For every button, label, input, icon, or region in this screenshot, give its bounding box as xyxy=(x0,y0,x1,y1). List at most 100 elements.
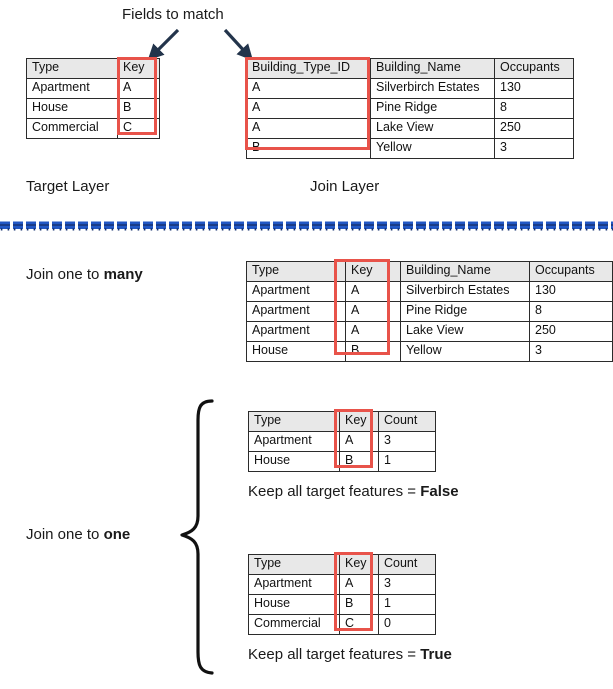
table-row: Apartment A 3 xyxy=(248,574,436,595)
column-header-key: Key xyxy=(339,554,379,575)
cell-count: 3 xyxy=(378,574,436,595)
column-header-type: Type xyxy=(248,411,340,432)
cell-building-name: Pine Ridge xyxy=(400,301,530,322)
table-row: B Yellow 3 xyxy=(246,138,574,159)
column-header-count: Count xyxy=(378,554,436,575)
one-to-one-false-table-wrap: Type Key Count Apartment A 3 House B 1 xyxy=(248,411,436,472)
cell-occupants: 250 xyxy=(494,118,574,139)
cell-key: C xyxy=(117,118,160,139)
cell-count: 1 xyxy=(378,594,436,615)
table-row: Commercial C 0 xyxy=(248,614,436,635)
keep-true-prefix: Keep all target features = xyxy=(248,646,421,663)
cell-building-name: Pine Ridge xyxy=(370,98,495,119)
cell-building-type-id: A xyxy=(246,98,371,119)
table-row: A Lake View 250 xyxy=(246,118,574,139)
column-header-key: Key xyxy=(339,411,379,432)
arrow-down-right-icon xyxy=(223,28,254,61)
one-to-one-true-table: Type Key Count Apartment A 3 House B 1 C… xyxy=(248,554,436,635)
cell-count: 3 xyxy=(378,431,436,452)
cell-building-name: Silverbirch Estates xyxy=(400,281,530,302)
column-header-building-type-id: Building_Type_ID xyxy=(246,58,371,79)
cell-key: A xyxy=(339,431,379,452)
cell-occupants: 130 xyxy=(494,78,574,99)
cell-type: Apartment xyxy=(248,574,340,595)
one-to-many-table: Type Key Building_Name Occupants Apartme… xyxy=(246,261,613,362)
cell-type: House xyxy=(26,98,118,119)
cell-key: B xyxy=(339,594,379,615)
table-row: A Pine Ridge 8 xyxy=(246,98,574,119)
cell-count: 0 xyxy=(378,614,436,635)
keep-true-emphasis: True xyxy=(420,646,452,663)
cell-building-type-id: A xyxy=(246,78,371,99)
cell-key: A xyxy=(345,301,401,322)
table-row: Apartment A Pine Ridge 8 xyxy=(246,301,613,322)
table-header-row: Type Key Count xyxy=(248,554,436,575)
fields-to-match-title: Fields to match xyxy=(122,6,224,23)
column-header-type: Type xyxy=(248,554,340,575)
one-to-one-false-table: Type Key Count Apartment A 3 House B 1 xyxy=(248,411,436,472)
table-header-row: Type Key Count xyxy=(248,411,436,432)
cell-occupants: 3 xyxy=(494,138,574,159)
cell-key: B xyxy=(117,98,160,119)
cell-key: A xyxy=(345,321,401,342)
cell-type: House xyxy=(248,451,340,472)
column-header-occupants: Occupants xyxy=(529,261,613,282)
keep-false-prefix: Keep all target features = xyxy=(248,483,421,500)
cell-occupants: 3 xyxy=(529,341,613,362)
cell-occupants: 8 xyxy=(494,98,574,119)
cell-building-name: Silverbirch Estates xyxy=(370,78,495,99)
cell-type: House xyxy=(246,341,346,362)
table-row: Apartment A xyxy=(26,78,160,99)
target-layer-label: Target Layer xyxy=(26,178,110,195)
table-header-row: Type Key xyxy=(26,58,160,79)
cell-key: B xyxy=(345,341,401,362)
table-row: House B xyxy=(26,98,160,119)
cell-occupants: 8 xyxy=(529,301,613,322)
column-header-building-name: Building_Name xyxy=(370,58,495,79)
join-one-to-many-label: Join one to many xyxy=(26,266,143,283)
cell-building-name: Lake View xyxy=(370,118,495,139)
cell-occupants: 130 xyxy=(529,281,613,302)
cell-type: Apartment xyxy=(246,301,346,322)
join-one-to-one-label: Join one to one xyxy=(26,526,130,543)
cell-key: B xyxy=(339,451,379,472)
join-layer-table: Building_Type_ID Building_Name Occupants… xyxy=(246,58,574,159)
table-header-row: Type Key Building_Name Occupants xyxy=(246,261,613,282)
table-row: A Silverbirch Estates 130 xyxy=(246,78,574,99)
cell-type: Commercial xyxy=(248,614,340,635)
keep-all-target-features-false-label: Keep all target features = False xyxy=(248,483,459,500)
cell-building-name: Lake View xyxy=(400,321,530,342)
table-row: House B 1 xyxy=(248,594,436,615)
cell-occupants: 250 xyxy=(529,321,613,342)
join-one-to-many-prefix: Join one to xyxy=(26,266,104,283)
target-layer-table-wrap: Type Key Apartment A House B Commercial … xyxy=(26,58,160,139)
cell-key: A xyxy=(117,78,160,99)
table-row: House B 1 xyxy=(248,451,436,472)
cell-key: C xyxy=(339,614,379,635)
one-to-many-table-wrap: Type Key Building_Name Occupants Apartme… xyxy=(246,261,613,362)
table-row: Apartment A Lake View 250 xyxy=(246,321,613,342)
column-header-count: Count xyxy=(378,411,436,432)
join-layer-label: Join Layer xyxy=(310,178,380,195)
column-header-building-name: Building_Name xyxy=(400,261,530,282)
join-one-to-one-prefix: Join one to xyxy=(26,526,104,543)
cell-type: Apartment xyxy=(246,281,346,302)
cell-type: Apartment xyxy=(246,321,346,342)
cell-type: Apartment xyxy=(26,78,118,99)
one-to-one-true-table-wrap: Type Key Count Apartment A 3 House B 1 C… xyxy=(248,554,436,635)
cell-building-type-id: A xyxy=(246,118,371,139)
column-header-type: Type xyxy=(246,261,346,282)
curly-brace-icon xyxy=(180,399,214,675)
column-header-type: Type xyxy=(26,58,118,79)
cell-key: A xyxy=(339,574,379,595)
cell-building-name: Yellow xyxy=(400,341,530,362)
table-row: Apartment A Silverbirch Estates 130 xyxy=(246,281,613,302)
table-header-row: Building_Type_ID Building_Name Occupants xyxy=(246,58,574,79)
table-row: Apartment A 3 xyxy=(248,431,436,452)
keep-all-target-features-true-label: Keep all target features = True xyxy=(248,646,452,663)
cell-building-type-id: B xyxy=(246,138,371,159)
cell-building-name: Yellow xyxy=(370,138,495,159)
cell-count: 1 xyxy=(378,451,436,472)
keep-false-emphasis: False xyxy=(420,483,459,500)
